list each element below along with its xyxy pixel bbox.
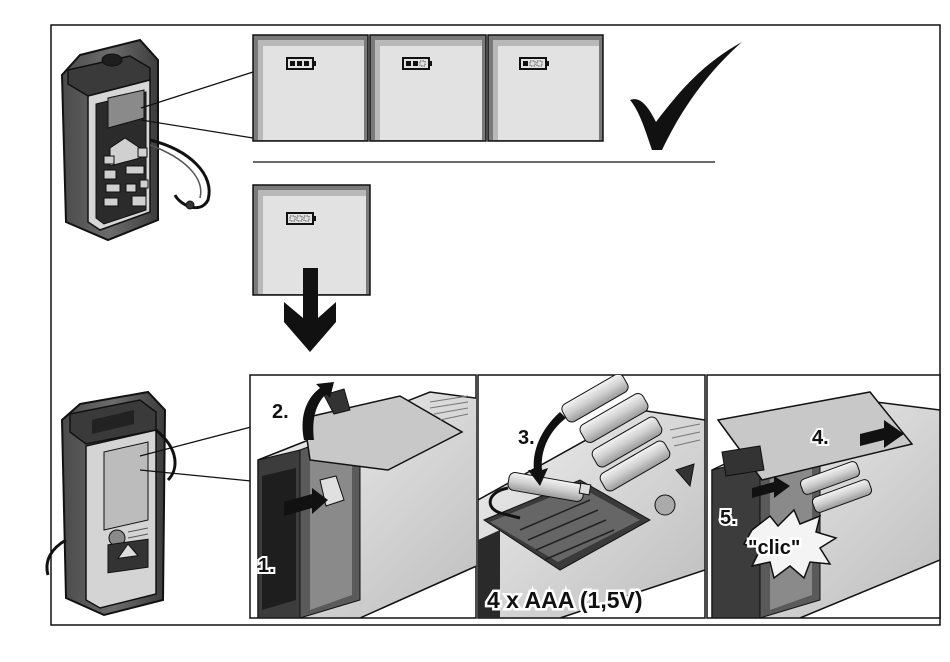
step-1-label: 1. <box>258 555 275 577</box>
click-sound-label: "clic" <box>748 537 800 559</box>
battery-terminal <box>429 61 432 66</box>
battery-panel <box>253 35 368 141</box>
battery-terminal <box>546 61 549 66</box>
battery-segment-filled <box>290 61 295 66</box>
battery-segment-filled <box>406 61 411 66</box>
battery-level-ok-panels <box>253 35 603 141</box>
battery-segment-filled <box>304 61 309 66</box>
battery-panel <box>370 35 486 141</box>
battery-segment-filled <box>413 61 418 66</box>
step-4-label: 4. <box>812 427 829 449</box>
battery-panel <box>488 35 603 141</box>
battery-terminal <box>313 61 316 66</box>
step-5-label: 5. <box>720 507 737 529</box>
battery-spec-caption: 4 x AAA (1,5V) <box>487 587 643 613</box>
step-2-label: 2. <box>272 401 289 423</box>
device-back-view <box>47 392 175 615</box>
step-3-label: 3. <box>518 427 535 449</box>
battery-terminal <box>313 216 316 221</box>
battery-segment-filled <box>523 61 528 66</box>
battery-segment-filled <box>297 61 302 66</box>
